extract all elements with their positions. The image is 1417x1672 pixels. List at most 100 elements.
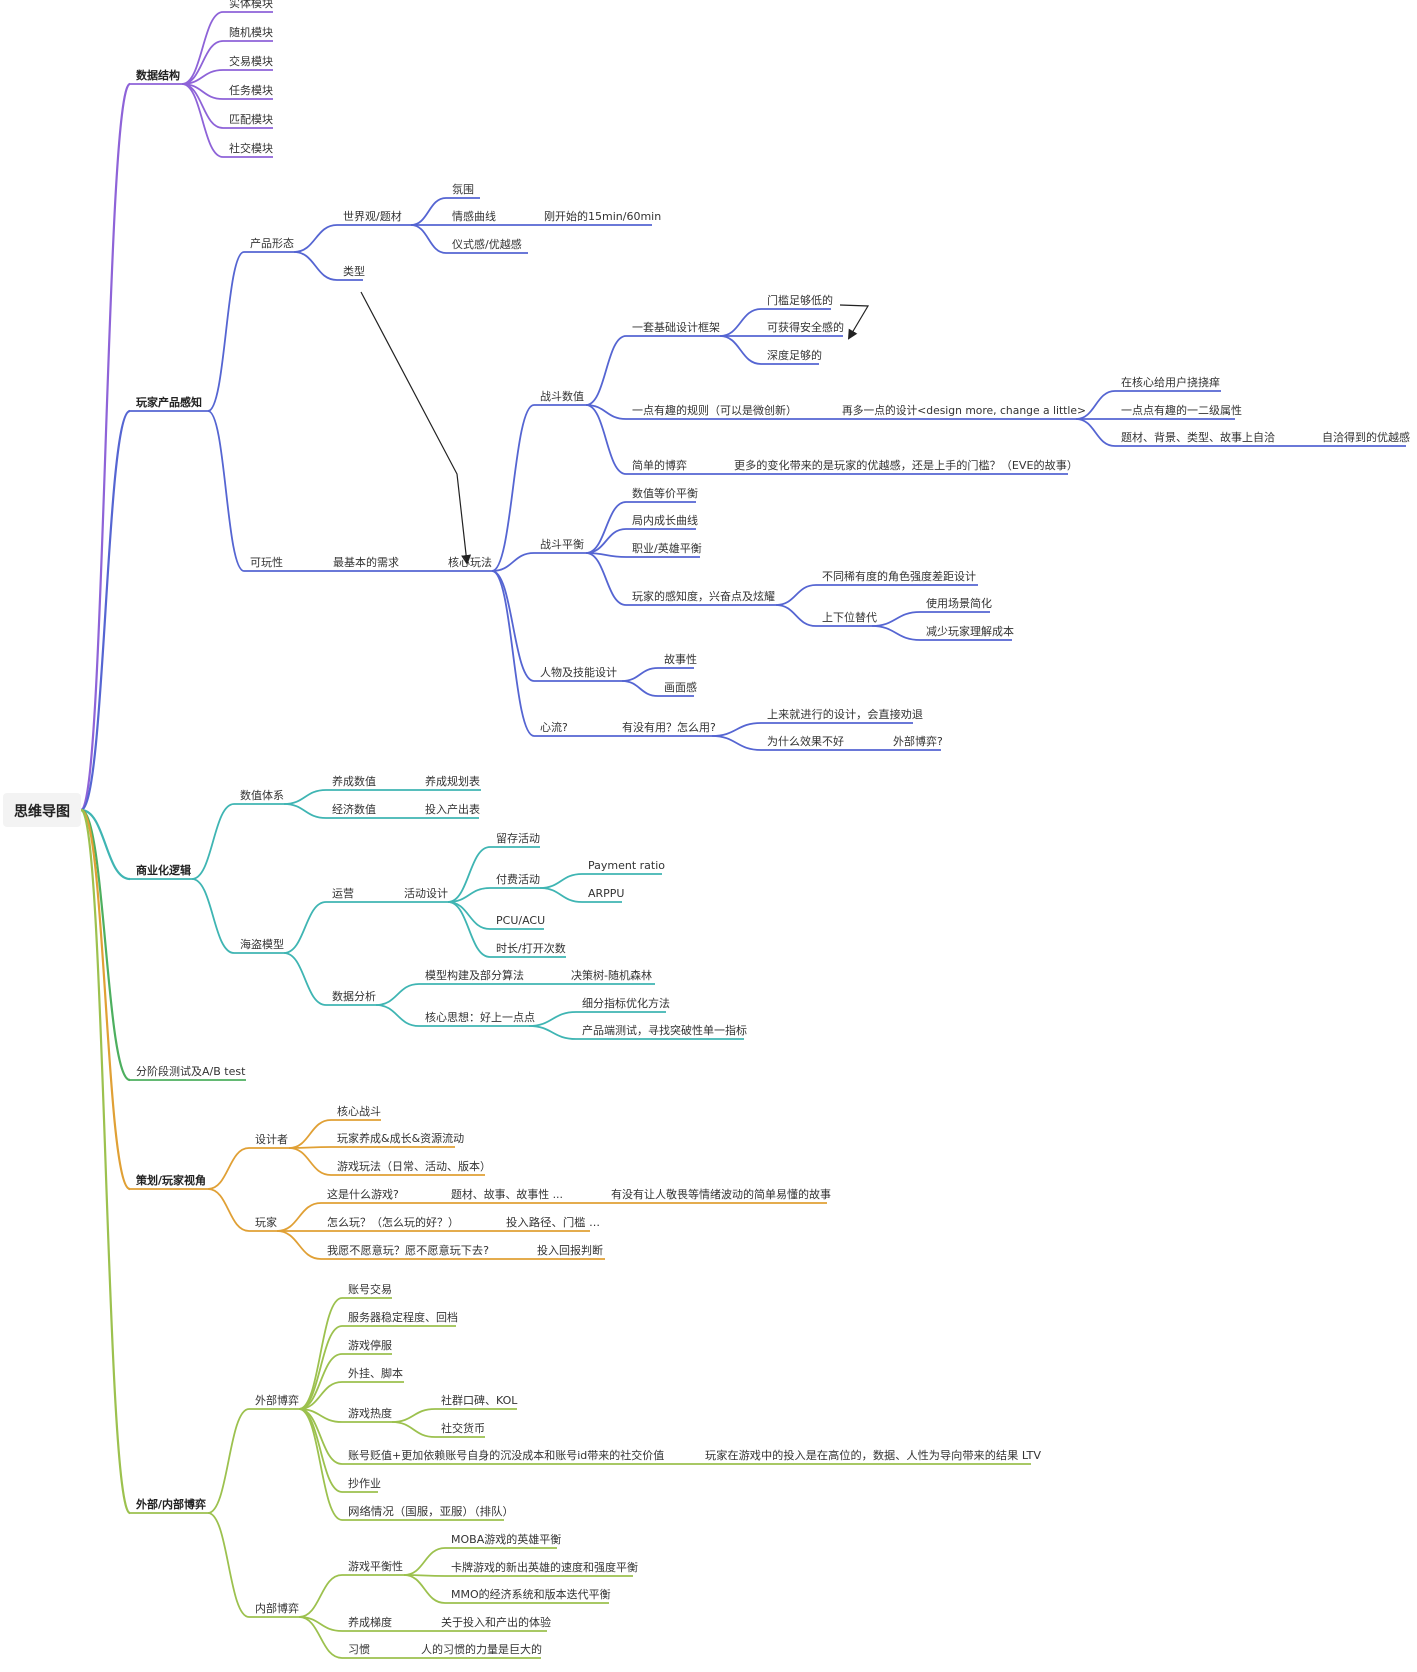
mind-node-n3a1[interactable]: 一套基础设计框架 [626,321,720,337]
mind-node-n6b1a[interactable]: 题材、故事、故事性 ... [445,1187,563,1204]
mind-node-n7a6[interactable]: 账号贬值+更加依赖账号自身的沉没成本和账号id带来的社交价值 [342,1448,672,1465]
mind-node-n7a5[interactable]: 游戏热度 [342,1406,392,1423]
mind-node-n7a7[interactable]: 抄作业 [342,1476,381,1493]
mind-node-n1e[interactable]: 匹配模块 [223,113,273,129]
mind-node-n7b2a[interactable]: 关于投入和产出的体验 [435,1615,551,1632]
mind-node-n6b2a[interactable]: 投入路径、门槛 ... [500,1215,600,1232]
mind-node-n3d[interactable]: 心流? [534,720,568,737]
mind-node-n2a1b[interactable]: 情感曲线 [446,209,496,226]
mind-node-n3d1b[interactable]: 为什么效果不好 [761,734,844,751]
mind-node-n4b1a2[interactable]: 付费活动 [490,873,540,889]
mind-node-n1a[interactable]: 实体模块 [223,0,273,13]
mind-node-n4b1[interactable]: 运营 [326,886,354,903]
mind-node-n7a3[interactable]: 游戏停服 [342,1338,392,1355]
mind-node-n6a3[interactable]: 游戏玩法（日常、活动、版本） [331,1159,491,1176]
mind-node-n7b1a[interactable]: MOBA游戏的英雄平衡 [445,1532,561,1549]
mind-node-n4b2b[interactable]: 核心思想：好上一点点 [419,1010,535,1027]
mind-node-n7b[interactable]: 内部博弈 [249,1601,299,1618]
mind-node-n7a5b[interactable]: 社交货币 [435,1421,485,1438]
mind-node-n2b[interactable]: 可玩性 [244,555,284,572]
mind-node-n6b3a[interactable]: 投入回报判断 [531,1243,605,1260]
mind-node-n4b1a2b[interactable]: ARPPU [582,887,625,903]
mind-node-n1c[interactable]: 交易模块 [223,54,273,71]
mind-node-n4b1a2a[interactable]: Payment ratio [582,859,665,875]
mind-node-n4b1a[interactable]: 活动设计 [398,887,448,903]
mind-node-n7b1[interactable]: 游戏平衡性 [342,1559,404,1576]
mind-node-n4a[interactable]: 数值体系 [234,788,284,805]
mind-node-n3b4[interactable]: 玩家的感知度，兴奋点及炫耀 [626,589,776,606]
mind-node-n2b2[interactable]: 核心玩法 [442,555,492,572]
mind-node-n4b[interactable]: 海盗模型 [234,937,284,954]
mind-node-n6b1a1[interactable]: 有没有让人敬畏等情绪波动的简单易懂的故事 [605,1187,831,1204]
mind-node-n3a1b[interactable]: 可获得安全感的 [761,320,844,337]
mind-node-n4a1[interactable]: 养成数值 [326,774,376,791]
mind-node-n3b1[interactable]: 数值等价平衡 [626,486,698,503]
mind-node-n4b2a1[interactable]: 决策树-随机森林 [565,968,655,985]
mind-node-n6b1[interactable]: 这是什么游戏? [321,1187,405,1204]
mind-node-n7a[interactable]: 外部博弈 [249,1393,299,1410]
mind-node-n6a2[interactable]: 玩家养成&成长&资源流动 [331,1131,464,1148]
mind-node-n3a2a[interactable]: 再多一点的设计<design more, change a little> [836,403,1086,420]
mind-node-n1b[interactable]: 随机模块 [223,25,273,42]
mind-node-n7b1c[interactable]: MMO的经济系统和版本迭代平衡 [445,1587,611,1604]
mind-node-n3b2[interactable]: 局内成长曲线 [626,513,698,530]
mind-node-n4b1a3[interactable]: PCU/ACU [490,914,545,930]
mind-node-n3a1a[interactable]: 门槛足够低的 [761,293,833,310]
mind-node-n6a[interactable]: 设计者 [249,1133,289,1149]
mind-node-n7a6a[interactable]: 玩家在游戏中的投入是在高位的，数据、人性为导向带来的结果 LTV [699,1448,1041,1465]
mind-node-n3b4b[interactable]: 上下位替代 [816,610,877,627]
mind-node-n2a1c[interactable]: 仪式感/优越感 [446,237,528,254]
mind-node-n7a8[interactable]: 网络情况（国服，亚服）（排队） [342,1504,514,1521]
mind-node-n2a[interactable]: 产品形态 [244,236,294,253]
mind-node-n3a3[interactable]: 简单的博弈 [626,458,687,475]
mind-node-n4b2b2[interactable]: 产品端测试，寻找突破性单一指标 [576,1023,747,1040]
mind-node-n3c1[interactable]: 故事性 [658,652,697,669]
mind-node-n4b1a1[interactable]: 留存活动 [490,831,540,848]
mind-node-n6[interactable]: 策划/玩家视角 [130,1173,208,1190]
mind-node-n3d1a[interactable]: 上来就进行的设计，会直接劝退 [761,707,923,724]
mind-node-n7a1[interactable]: 账号交易 [342,1282,392,1299]
mind-node-n4a1a[interactable]: 养成规划表 [419,774,481,791]
mind-node-n4b2b1[interactable]: 细分指标优化方法 [576,996,670,1013]
mind-node-n7[interactable]: 外部/内部博弈 [130,1497,208,1514]
mind-node-n7b2[interactable]: 养成梯度 [342,1615,392,1632]
mind-node-n3a2a2[interactable]: 一点点有趣的一二级属性 [1115,403,1242,420]
mind-node-n2a2[interactable]: 类型 [337,264,365,281]
mind-node-n7a4[interactable]: 外挂、脚本 [342,1366,404,1383]
mind-node-n3b[interactable]: 战斗平衡 [534,538,586,554]
mind-node-n6a1[interactable]: 核心战斗 [331,1104,381,1121]
mind-node-n5[interactable]: 分阶段测试及A/B test [130,1064,246,1081]
mind-node-n3c[interactable]: 人物及技能设计 [534,665,622,682]
root-node[interactable]: 思维导图 [3,793,81,827]
mind-node-n1d[interactable]: 任务模块 [223,84,273,100]
mind-node-n2a1a[interactable]: 氛围 [446,183,480,199]
mind-node-n3a1c[interactable]: 深度足够的 [761,348,822,365]
mind-node-n1[interactable]: 数据结构 [130,68,182,85]
mind-node-n7a5a[interactable]: 社群口碑、KOL [435,1393,518,1410]
mind-node-n3b3[interactable]: 职业/英雄平衡 [626,541,702,558]
mind-node-n6b2[interactable]: 怎么玩？（怎么玩的好？） [321,1215,459,1232]
mind-node-n3d1[interactable]: 有没有用？怎么用? [616,720,716,737]
mind-node-n4a2[interactable]: 经济数值 [326,802,376,819]
mind-node-n3a[interactable]: 战斗数值 [534,390,586,406]
mind-node-n3b4b2[interactable]: 减少玩家理解成本 [920,624,1014,641]
mind-node-n4b2[interactable]: 数据分析 [326,989,376,1006]
mind-node-n3a2a3[interactable]: 题材、背景、类型、故事上自洽 [1115,430,1277,447]
mind-node-n3a2[interactable]: 一点有趣的规则（可以是微创新） [626,403,797,420]
mind-node-n3b4b1[interactable]: 使用场景简化 [920,596,992,613]
mind-node-n1f[interactable]: 社交模块 [223,141,273,158]
mind-node-n3b4a[interactable]: 不同稀有度的角色强度差距设计 [816,569,978,586]
mind-node-n4a2a[interactable]: 投入产出表 [419,802,480,819]
mind-node-n6b3[interactable]: 我愿不愿意玩？愿不愿意玩下去? [321,1243,489,1260]
mind-node-n3c2[interactable]: 画面感 [658,681,697,697]
mind-node-n4[interactable]: 商业化逻辑 [130,863,192,880]
mind-node-n4b1a4[interactable]: 时长/打开次数 [490,941,566,958]
mind-node-n7b1b[interactable]: 卡牌游戏的新出英雄的速度和强度平衡 [445,1560,638,1577]
mind-node-n2a1[interactable]: 世界观/题材 [337,209,411,226]
mind-node-n2a1b1[interactable]: 刚开始的15min/60min [538,209,661,226]
mind-node-n2[interactable]: 玩家产品感知 [130,395,208,412]
mind-node-n7a2[interactable]: 服务器稳定程度、回档 [342,1310,458,1327]
mind-node-n3a2a1[interactable]: 在核心给用户挠挠痒 [1115,375,1221,392]
mind-node-n3a3a[interactable]: 更多的变化带来的是玩家的优越感，还是上手的门槛？（EVE的故事） [728,458,1078,475]
mind-node-n3d1b1[interactable]: 外部博弈? [887,734,943,751]
